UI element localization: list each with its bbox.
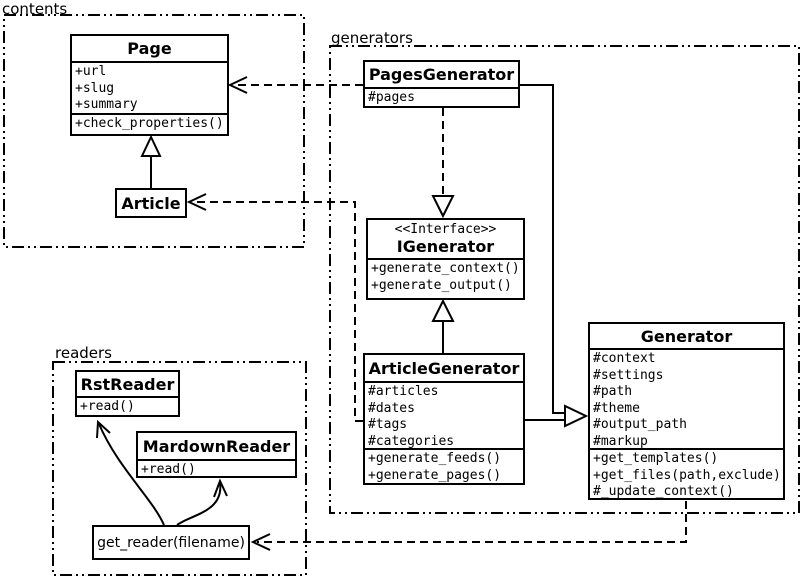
class-pagesgenerator-title: PagesGenerator (368, 65, 515, 84)
edge-getreader-mardownreader (176, 482, 222, 526)
class-rstreader-methods: +read() (77, 396, 178, 415)
arrowhead-articlegenerator-article (186, 193, 207, 211)
class-generator-attributes: #context #settings #path #theme #output_… (590, 348, 783, 448)
class-mardownreader-title: MardownReader (142, 436, 291, 456)
class-igenerator: <<Interface>> IGenerator +generate_conte… (366, 218, 525, 300)
class-page-title: Page (127, 39, 172, 58)
attribute: +slug (75, 80, 115, 96)
class-pagesgenerator: PagesGenerator #pages (363, 60, 520, 108)
arrowhead-pagesgenerator-igenerator (431, 195, 455, 219)
attribute: #markup (593, 433, 648, 449)
method: #_update_context() (593, 484, 734, 498)
generators-package-border (329, 45, 800, 514)
class-mardownreader-methods: +read() (138, 459, 295, 476)
class-page-methods: +check_properties() (72, 113, 227, 134)
method: +generate_context() (371, 261, 520, 276)
readers-package-label: readers (55, 344, 112, 362)
edge-pagesgenerator-generator (520, 84, 566, 414)
arrowhead-generator (564, 404, 589, 428)
class-igenerator-methods: +generate_context() +generate_output() (368, 258, 523, 298)
class-page: Page +url +slug +summary +check_properti… (70, 34, 229, 136)
attribute: #dates (368, 400, 415, 416)
arrowhead-article-page (140, 134, 162, 157)
contents-package-label: contents (2, 0, 68, 18)
class-generator: Generator #context #settings #path #them… (588, 322, 785, 500)
class-rstreader: RstReader +read() (75, 370, 180, 417)
function-get-reader: get_reader(filename) (92, 525, 250, 560)
class-page-attributes: +url +slug +summary (72, 61, 227, 113)
class-article-title: Article (121, 193, 181, 213)
class-igenerator-stereotype: <<Interface>> (394, 222, 497, 237)
class-igenerator-title: <<Interface>> IGenerator (368, 220, 523, 258)
method: +read() (80, 399, 135, 414)
method: +generate_output() (371, 277, 512, 293)
method: +get_files(path,exclude) (593, 467, 780, 483)
attribute: +url (75, 64, 107, 79)
attribute: #categories (368, 433, 455, 449)
class-generator-title: Generator (640, 326, 733, 346)
arrowhead-getreader-rstreader (96, 419, 111, 439)
class-pagesgenerator-attributes: #pages (365, 87, 518, 106)
arrowhead-generator-getreader (250, 533, 271, 551)
arrowhead-pagesgenerator-page (227, 76, 248, 94)
method: +get_templates() (593, 451, 719, 466)
attribute: #path (593, 384, 633, 399)
class-article: Article (115, 188, 187, 218)
contents-package-border (3, 14, 305, 248)
method: +generate_feeds() (368, 451, 502, 466)
attribute: #pages (368, 90, 415, 105)
readers-package-border (52, 361, 307, 576)
attribute: #articles (368, 384, 439, 399)
class-rstreader-title: RstReader (80, 374, 175, 394)
class-generator-methods: +get_templates() +get_files(path,exclude… (590, 448, 783, 498)
edge-getreader-rstreader (98, 423, 165, 526)
class-articlegenerator-methods: +generate_feeds() +generate_pages() (365, 448, 523, 483)
class-articlegenerator: ArticleGenerator #articles #dates #tags … (363, 353, 525, 485)
class-articlegenerator-attributes: #articles #dates #tags #categories (365, 381, 523, 448)
class-igenerator-name: IGenerator (396, 237, 495, 256)
method: +read() (141, 462, 196, 476)
attribute: #settings (593, 367, 664, 383)
arrowhead-articlegenerator-igenerator (431, 298, 455, 322)
edge-generator-getreader (257, 501, 687, 543)
method: +check_properties() (75, 116, 224, 131)
class-articlegenerator-title: ArticleGenerator (368, 358, 520, 378)
arrowhead-getreader-mardownreader (213, 478, 228, 498)
attribute: #tags (368, 417, 408, 432)
method: +generate_pages() (368, 467, 502, 483)
attribute: #output_path (593, 417, 687, 432)
class-mardownreader: MardownReader +read() (136, 431, 297, 478)
attribute: #context (593, 351, 656, 366)
generators-package-label: generators (331, 29, 413, 47)
edge-articlegenerator-article (193, 201, 363, 422)
attribute: +summary (75, 97, 138, 112)
attribute: #theme (593, 400, 640, 416)
